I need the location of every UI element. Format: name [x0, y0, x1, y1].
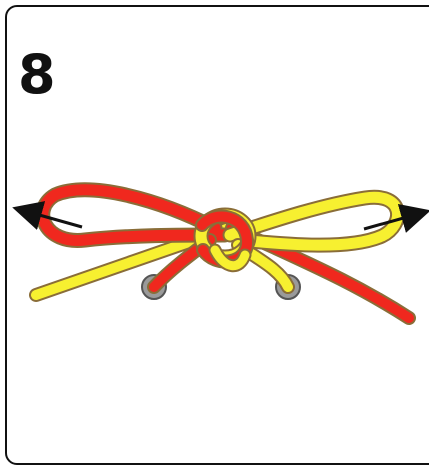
step-number: 8 — [18, 48, 56, 102]
instruction-card — [5, 5, 429, 465]
